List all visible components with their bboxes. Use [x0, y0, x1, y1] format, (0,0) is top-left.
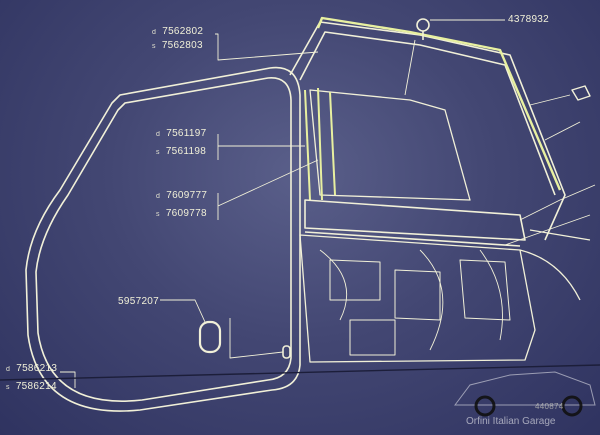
leader-right-1	[529, 94, 571, 106]
leader-p3	[217, 134, 305, 160]
door-seal-inner-outline	[35, 77, 292, 402]
leader-right-2	[544, 121, 581, 141]
panel-cutouts	[329, 259, 511, 356]
window-frame-inner	[299, 31, 556, 196]
watermark-car-logo	[454, 371, 596, 417]
clip-part	[416, 18, 430, 32]
leader-top-glass	[404, 39, 416, 96]
grommet-small	[282, 345, 291, 359]
leader-grommet	[229, 318, 284, 359]
part-label: 5957207	[118, 296, 160, 307]
window-glass-outline	[309, 89, 471, 201]
upper-channel	[316, 16, 562, 191]
leader-p8	[60, 371, 76, 388]
right-edge-seal	[519, 229, 591, 301]
clip-far-right	[571, 85, 591, 101]
watermark-code: 440874	[535, 402, 564, 411]
door-seal-outline	[25, 66, 301, 412]
grommet-part	[198, 320, 222, 354]
panel-detail-lines	[319, 249, 503, 351]
belt-rail-lower	[304, 231, 521, 247]
scan-line	[0, 364, 600, 381]
leader-p1	[215, 33, 319, 61]
belt-rail	[304, 199, 526, 241]
window-frame	[289, 21, 566, 241]
part-label: 4378932	[508, 14, 550, 25]
watermark-text: Orfini Italian Garage	[466, 416, 556, 427]
door-inner-panel	[299, 234, 536, 363]
vertical-channel	[304, 87, 336, 201]
leader-p5	[217, 159, 319, 220]
leader-right-3	[519, 184, 596, 221]
leader-right-4	[504, 214, 591, 246]
leader-p7	[160, 299, 206, 323]
